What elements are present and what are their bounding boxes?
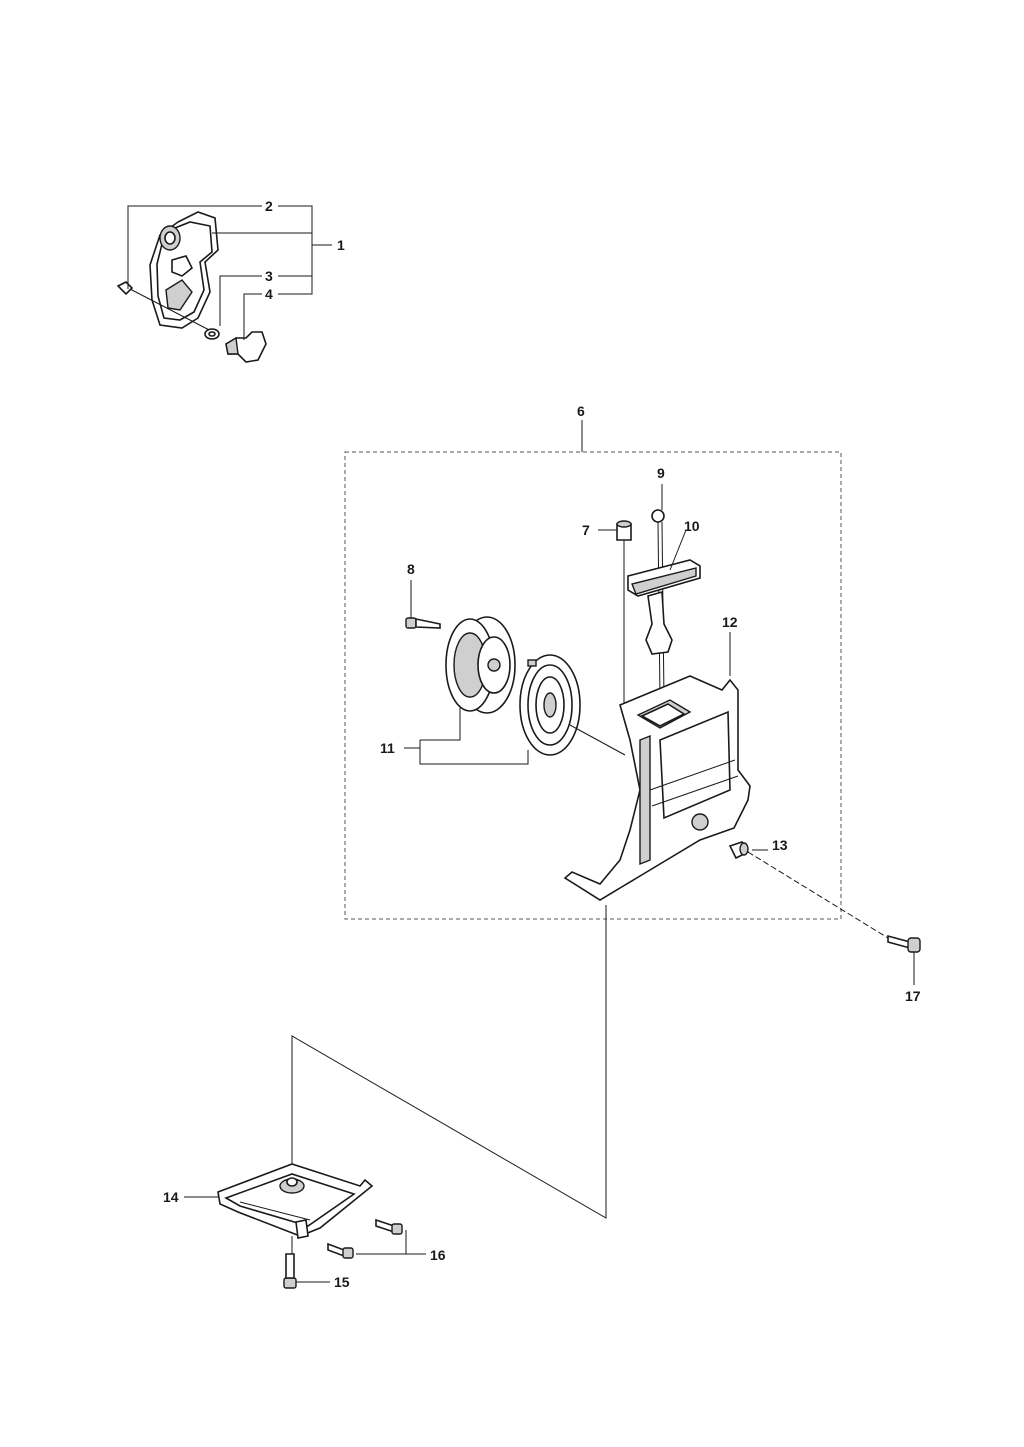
callout-10: 10 bbox=[684, 518, 700, 534]
callout-11: 11 bbox=[380, 740, 395, 756]
callout-4: 4 bbox=[265, 286, 273, 302]
filter-cover-assembly bbox=[116, 211, 267, 363]
callout-6: 6 bbox=[577, 403, 585, 419]
callout-15: 15 bbox=[334, 1274, 350, 1290]
callout-13: 13 bbox=[772, 837, 788, 853]
callout-3: 3 bbox=[265, 268, 273, 284]
callout-16: 16 bbox=[430, 1247, 446, 1263]
callout-1: 1 bbox=[337, 237, 345, 253]
callout-2: 2 bbox=[265, 198, 273, 214]
leaders-top bbox=[127, 205, 332, 340]
callout-12: 12 bbox=[722, 614, 738, 630]
leaders-starter bbox=[404, 484, 915, 985]
callout-9: 9 bbox=[657, 465, 665, 481]
callout-7: 7 bbox=[582, 522, 590, 538]
leaders-bottom bbox=[184, 1196, 426, 1283]
callout-17: 17 bbox=[905, 988, 921, 1004]
callout-8: 8 bbox=[407, 561, 415, 577]
guard-plate-group bbox=[217, 905, 607, 1289]
starter-parts bbox=[405, 509, 921, 953]
starter-assembly-boundary bbox=[344, 451, 842, 920]
callout-14: 14 bbox=[163, 1189, 179, 1205]
